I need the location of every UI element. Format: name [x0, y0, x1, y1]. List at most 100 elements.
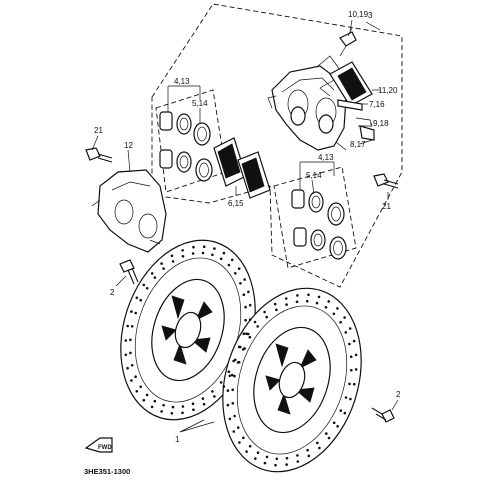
leader-lines [91, 19, 399, 433]
drill-hole [153, 399, 157, 403]
drill-hole [263, 310, 266, 314]
drill-hole [336, 307, 339, 310]
drill-hole [241, 348, 245, 351]
drill-hole [228, 374, 232, 378]
drill-hole [244, 305, 247, 309]
drill-hole [202, 402, 206, 406]
label-pad-spring: 11,20 [378, 86, 398, 95]
drill-hole [222, 385, 226, 388]
drill-hole [145, 287, 149, 290]
drill-hole [237, 267, 241, 271]
drill-hole [247, 290, 250, 294]
drill-hole [145, 393, 149, 397]
caliper-pin [337, 99, 363, 111]
left-caliper-body [91, 169, 167, 253]
drill-hole [332, 421, 336, 425]
drill-hole [124, 353, 128, 357]
label-clip: 9,18 [373, 119, 389, 128]
drill-hole [318, 446, 321, 450]
label-pad: 6,15 [228, 199, 244, 208]
drill-hole [142, 283, 146, 287]
label-bolt-right: 21 [382, 202, 391, 211]
drill-hole [285, 456, 289, 460]
drill-hole [191, 252, 195, 255]
drill-hole [226, 403, 230, 407]
drill-hole [202, 245, 206, 248]
brake-pads [213, 137, 271, 199]
drill-hole [336, 425, 339, 428]
drill-hole [296, 294, 299, 297]
brake-disc-right [222, 287, 362, 473]
label-disc: 1 [175, 435, 180, 444]
right-caliper-body [267, 55, 347, 151]
drill-hole [129, 351, 132, 355]
label-piston-lower: 4,13 [318, 153, 334, 162]
drill-hole [233, 374, 236, 378]
drill-hole [219, 257, 223, 261]
drill-hole [124, 339, 128, 342]
drill-hole [211, 390, 214, 393]
drill-hole [226, 389, 230, 392]
drill-hole [305, 299, 309, 303]
drill-hole [222, 251, 226, 255]
drill-hole [295, 300, 299, 304]
drill-hole [245, 450, 248, 453]
drill-hole [327, 436, 331, 440]
drill-hole [134, 375, 137, 379]
disc-right-drill-holes [226, 293, 358, 467]
drill-hole [134, 311, 137, 315]
disc-left-drill-holes [124, 245, 252, 415]
drill-hole [275, 308, 278, 312]
label-pad-pin: 8,17 [350, 140, 366, 149]
drill-hole [349, 355, 353, 359]
drill-hole [181, 411, 184, 415]
label-bolt-left: 21 [94, 126, 103, 135]
drill-hole [248, 318, 252, 321]
drill-hole [285, 303, 288, 306]
drill-hole [160, 410, 163, 413]
drill-hole [130, 325, 134, 328]
drill-hole [265, 455, 269, 459]
fwd-label: FWD [98, 445, 112, 451]
drill-hole [354, 353, 358, 357]
drill-hole [296, 454, 299, 457]
drill-hole [343, 411, 347, 415]
drill-hole [284, 297, 288, 300]
label-piston-upper: 4,13 [174, 77, 190, 86]
drill-hole [170, 254, 174, 258]
drill-hole [213, 395, 216, 398]
drill-hole [181, 249, 184, 252]
drill-hole [236, 426, 240, 429]
drill-hole [244, 318, 247, 322]
drill-hole [236, 361, 240, 364]
diagram-code: 3HE351-1300 [84, 467, 130, 476]
drill-hole [263, 461, 267, 465]
drill-hole [296, 460, 300, 463]
drill-hole [274, 463, 277, 467]
drill-hole [344, 331, 348, 334]
drill-hole [275, 457, 279, 461]
drill-hole [248, 444, 252, 448]
drill-hole [317, 295, 321, 299]
drill-hole [307, 454, 311, 458]
drill-hole [273, 302, 277, 306]
drill-hole [213, 247, 216, 250]
drill-hole [181, 254, 185, 258]
drill-hole [248, 303, 252, 307]
drill-hole [219, 381, 223, 384]
drill-hole [242, 436, 245, 440]
upper-piston-group-box [155, 89, 227, 193]
drill-hole [306, 448, 309, 452]
lower-pistons-and-seals [291, 189, 347, 260]
drill-hole [237, 345, 241, 349]
drill-hole [130, 310, 133, 313]
drill-hole [129, 338, 132, 342]
drill-hole [233, 414, 236, 418]
drill-hole [256, 325, 260, 328]
drill-hole [170, 412, 174, 415]
drill-hole [130, 364, 134, 367]
drill-hole [265, 315, 269, 319]
drill-hole [126, 366, 129, 370]
drill-hole [352, 382, 356, 386]
drill-hole [254, 457, 257, 460]
